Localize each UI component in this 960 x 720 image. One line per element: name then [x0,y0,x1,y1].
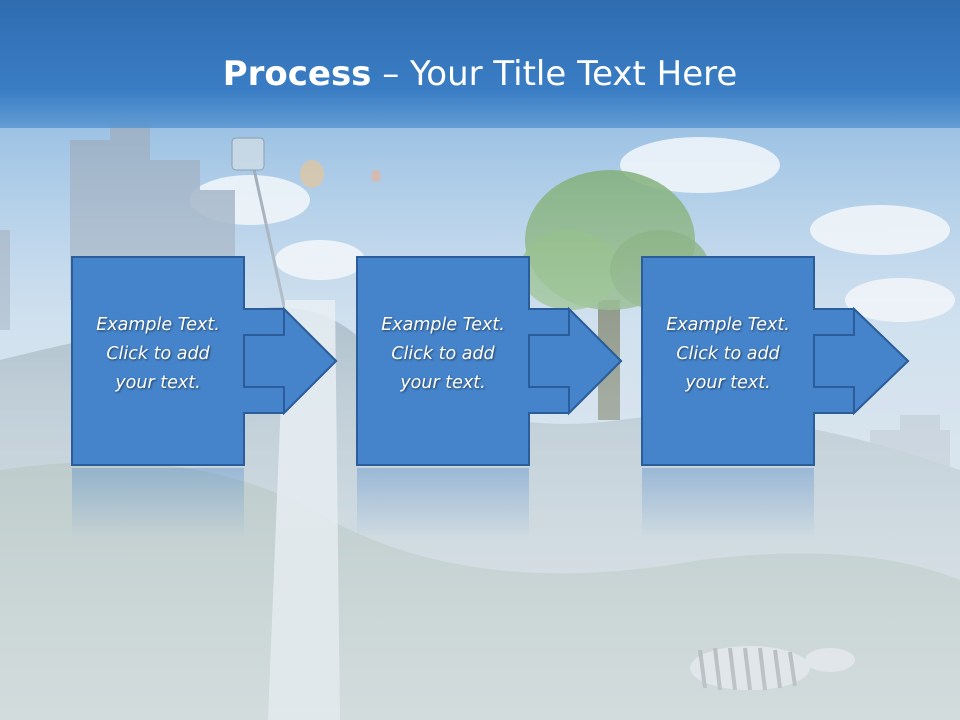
step-1-line-1: Example Text. [96,315,220,335]
step-3-line-1: Example Text. [666,315,790,335]
step-3-line-2: Click to add [676,344,780,364]
step-1-text[interactable]: Example Text. Click to add your text. [72,311,244,398]
step-2-text[interactable]: Example Text. Click to add your text. [357,311,529,398]
step-1-line-3: your text. [115,373,201,393]
title-bar [0,0,960,128]
title-bold: Process [222,54,372,94]
step-1-line-2: Click to add [106,344,210,364]
title-rest: – Your Title Text Here [371,54,738,94]
step-2-line-1: Example Text. [381,315,505,335]
step-2-line-2: Click to add [391,344,495,364]
slide-title[interactable]: Process – Your Title Text Here [0,50,960,98]
step-2-line-3: your text. [400,373,486,393]
step-3-text[interactable]: Example Text. Click to add your text. [642,311,814,398]
step-3-line-3: your text. [685,373,771,393]
